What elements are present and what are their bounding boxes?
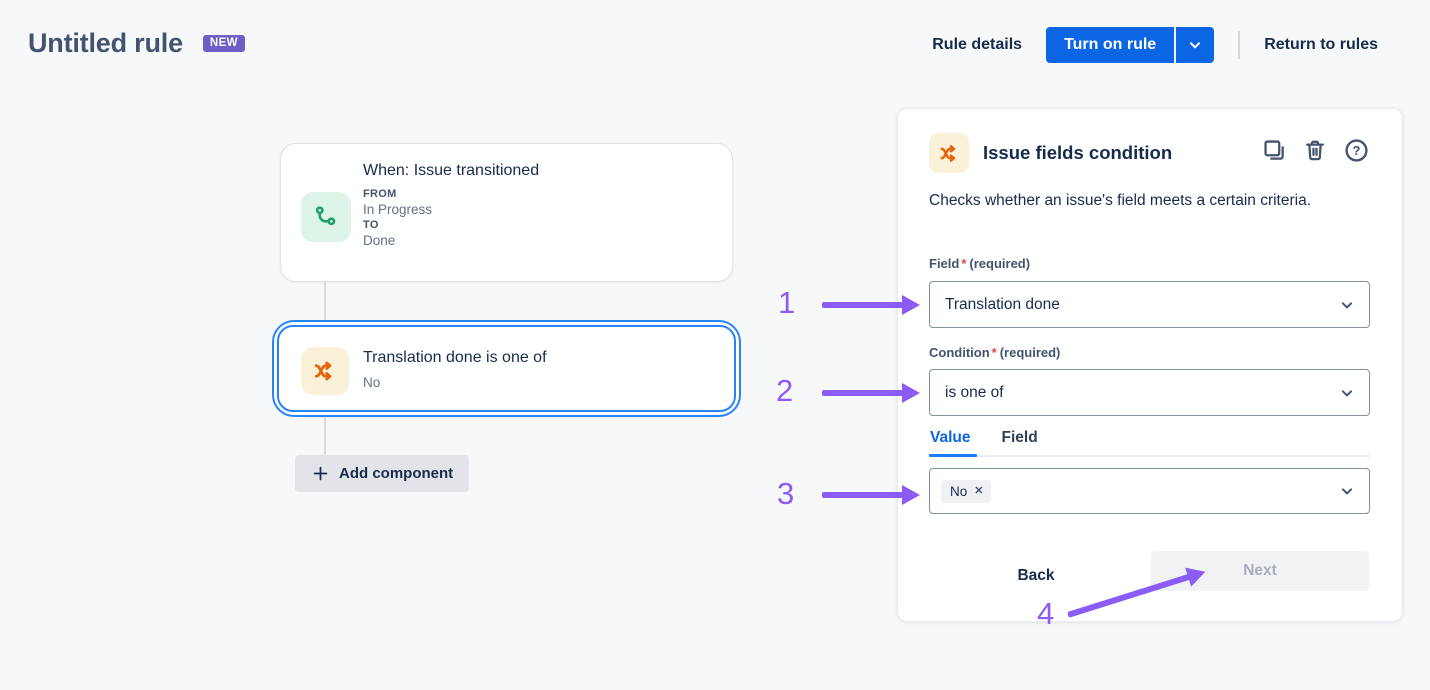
help-icon: ? [1343,137,1370,164]
annotation-arrow-3-icon [822,485,920,505]
annotation-arrow-2-icon [822,383,920,403]
condition-label: Condition*(required) [929,345,1061,360]
value-multiselect[interactable]: No ✕ [929,468,1370,514]
page-header-right: Rule details Turn on rule Return to rule… [932,27,1378,63]
rule-details-button[interactable]: Rule details [932,36,1023,53]
tabs-divider [929,455,1370,457]
condition-select-value: is one of [945,383,1004,401]
condition-card-selected[interactable]: Translation done is one of No [272,320,741,417]
condition-card: Translation done is one of No [277,325,736,412]
condition-select[interactable]: is one of [929,369,1370,416]
add-component-label: Add component [339,465,454,482]
next-button[interactable]: Next [1151,551,1369,591]
shuffle-condition-icon [301,347,349,395]
svg-text:?: ? [1352,143,1360,158]
split-button-separator [1174,27,1177,63]
shuffle-condition-icon [929,133,969,173]
condition-config-panel: Issue fields condition [897,108,1403,622]
delete-button[interactable] [1301,136,1329,164]
page-title: Untitled rule [28,28,183,58]
annotation-step-4: 4 [1037,596,1055,631]
chevron-down-icon [1338,384,1356,402]
turn-on-rule-button[interactable]: Turn on rule [1046,27,1175,63]
field-select-value: Translation done [945,295,1060,313]
value-field-tabs: Value Field [929,429,1039,455]
annotation-step-3: 3 [777,476,795,511]
active-tab-indicator [929,454,977,457]
trigger-card[interactable]: When: Issue transitioned FROM In Progres… [280,143,733,282]
value-tag: No ✕ [941,479,992,503]
issue-transitioned-icon [301,192,351,242]
add-component-button[interactable]: Add component [295,455,470,492]
value-tag-label: No [950,483,968,499]
back-button[interactable]: Back [1001,559,1071,593]
trash-icon [1302,137,1328,163]
turn-on-rule-split-button: Turn on rule [1046,27,1215,63]
condition-card-title: Translation done is one of [363,349,547,366]
chevron-down-icon [1187,37,1203,53]
trigger-card-body: FROM In Progress TO Done [363,188,432,248]
tab-field[interactable]: Field [1001,429,1039,455]
close-icon[interactable]: ✕ [974,484,984,497]
trigger-from-value: In Progress [363,202,433,217]
panel-actions: ? [1260,136,1370,164]
required-asterisk: * [991,345,997,360]
page-header-left: Untitled rule NEW [28,28,245,59]
field-select[interactable]: Translation done [929,281,1370,328]
plus-icon [311,464,330,483]
annotation-step-2: 2 [776,373,794,408]
panel-description: Checks whether an issue's field meets a … [929,192,1312,209]
header-divider [1238,31,1241,59]
turn-on-rule-dropdown-button[interactable] [1176,27,1215,63]
trigger-to-label: TO [363,219,379,231]
duplicate-icon [1261,137,1287,163]
trigger-card-title: When: Issue transitioned [363,162,540,179]
help-button[interactable]: ? [1342,136,1370,164]
chevron-down-icon [1338,296,1356,314]
new-badge: NEW [202,34,245,53]
return-to-rules-button[interactable]: Return to rules [1264,36,1378,53]
trigger-from-label: FROM [363,188,397,200]
field-label: Field*(required) [929,256,1031,271]
annotation-arrow-1-icon [822,295,920,315]
required-asterisk: * [961,256,967,271]
tab-value[interactable]: Value [929,429,972,455]
condition-card-value: No [363,375,381,390]
duplicate-button[interactable] [1260,136,1288,164]
trigger-to-value: Done [363,233,396,248]
annotation-step-1: 1 [778,285,796,320]
panel-title: Issue fields condition [983,142,1173,163]
chevron-down-icon [1338,482,1356,500]
